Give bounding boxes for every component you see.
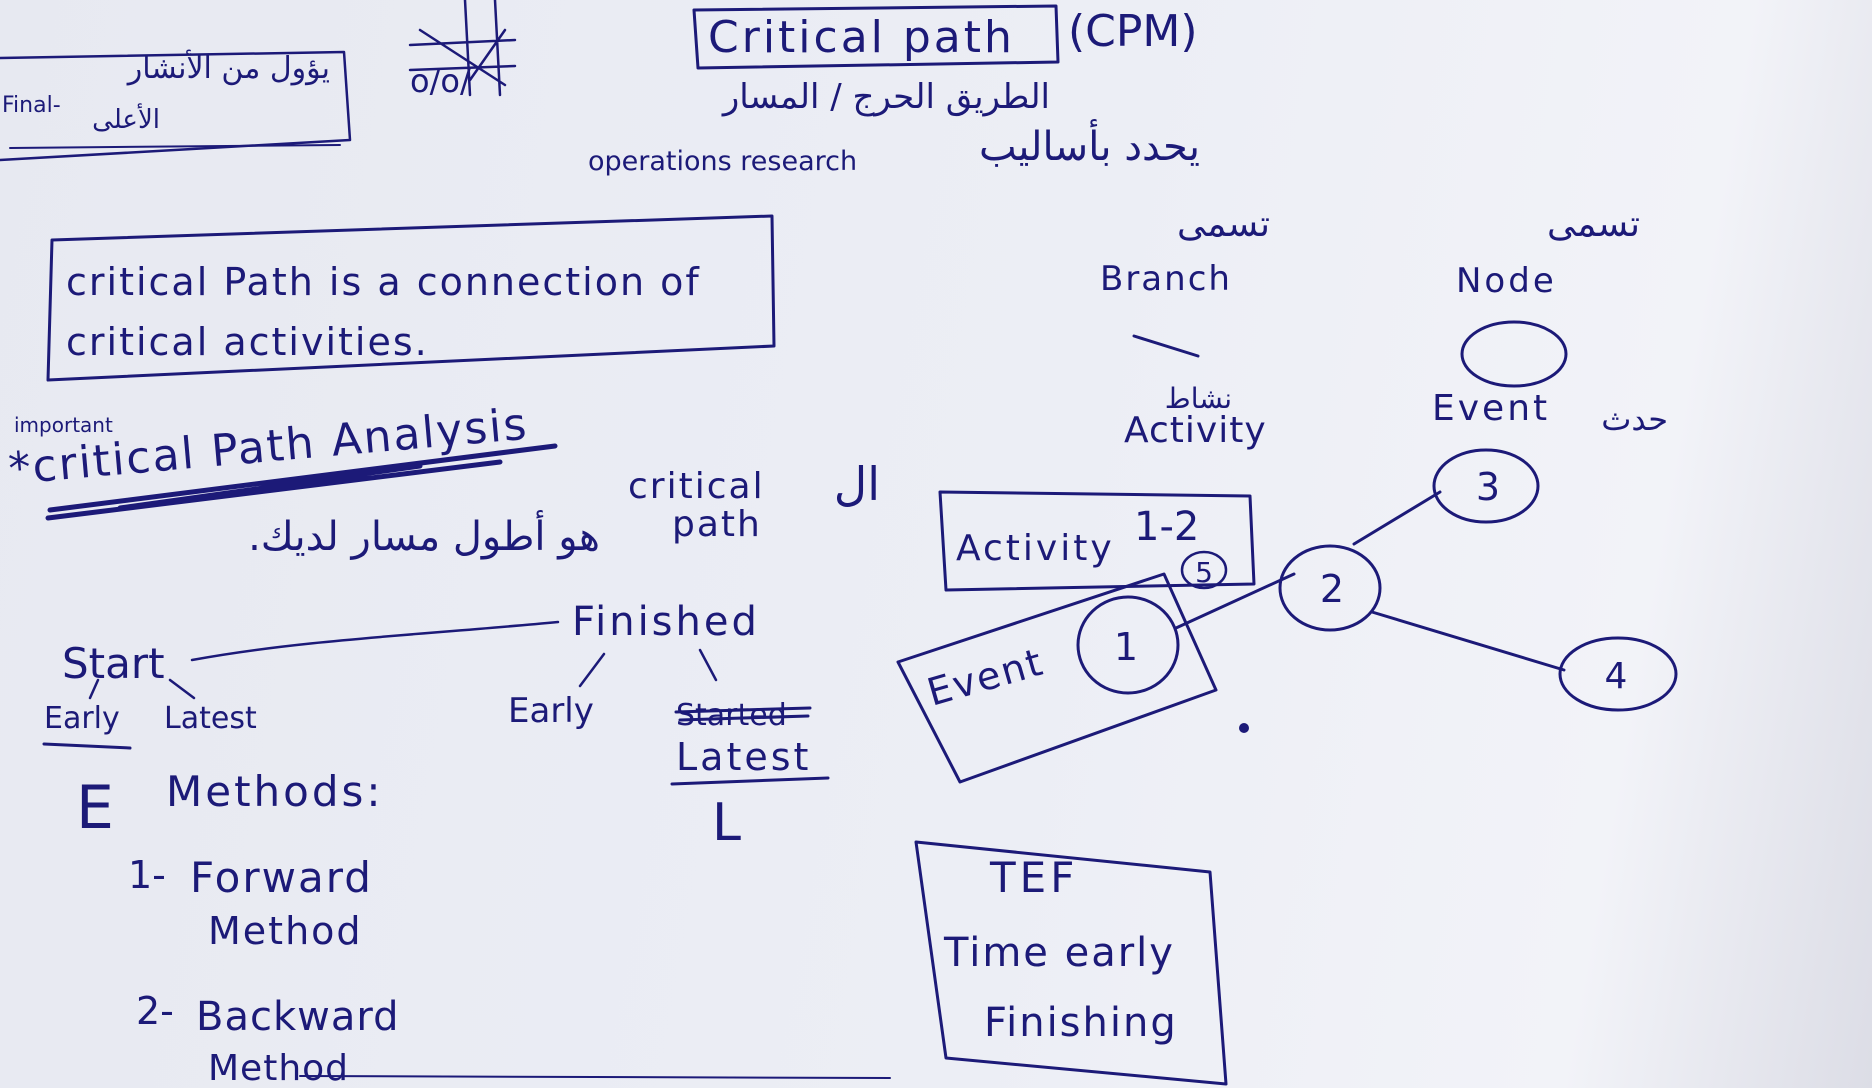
tictactoe-text: o/o/ xyxy=(410,62,471,100)
title-arabic-line1: الطريق الحرج / المسار xyxy=(721,77,1050,117)
operations-research: operations research xyxy=(588,146,857,177)
page-title: Critical path xyxy=(708,12,1015,63)
timeline-latest-start: Latest xyxy=(164,701,257,736)
tef-line1: Time early xyxy=(943,930,1175,976)
node-3 xyxy=(1432,448,1540,524)
legend-activity-arabic: نشاط xyxy=(1165,382,1232,415)
title-group: Critical path (CPM) الطريق الحرج / المسا… xyxy=(588,4,1200,177)
branch-symbol xyxy=(1132,334,1200,358)
tef-abbr: TEF xyxy=(989,853,1078,902)
legend-section: تسمى Branch تسمى Node نشاط Activity Even… xyxy=(1100,204,1668,451)
activity-box xyxy=(938,490,1256,592)
page-title-suffix: (CPM) xyxy=(1068,6,1198,57)
method-2-line2: Method xyxy=(208,1048,349,1088)
activity-id: 1-2 xyxy=(1134,504,1199,550)
definition-line1: critical Path is a connection of xyxy=(66,260,701,304)
method-1-num: 1- xyxy=(128,853,166,897)
timeline-latest-finish: Latest xyxy=(676,735,811,779)
tef-box: TEF Time early Finishing xyxy=(914,840,1228,1086)
method-2-line1: Backward xyxy=(196,994,399,1040)
analysis-arabic: هو أطول مسار لديك. xyxy=(248,510,600,560)
method-1-line2: Method xyxy=(208,909,363,953)
node-4-label: 4 xyxy=(1605,656,1628,697)
method-1-line1: Forward xyxy=(190,853,373,902)
definition-line2: critical activities. xyxy=(66,320,429,364)
event-label: Event xyxy=(922,640,1048,715)
legend-node: Node xyxy=(1456,261,1557,301)
tictactoe-doodle: o/o/ xyxy=(408,0,517,100)
analysis-section: important *critical Path Analysis critic… xyxy=(7,399,880,560)
method-2-num: 2- xyxy=(136,989,174,1033)
activity-duration: 5 xyxy=(1195,556,1213,589)
analysis-critical: critical xyxy=(628,466,765,507)
node-2-label: 2 xyxy=(1320,567,1344,611)
timeline-finished: Finished xyxy=(572,599,760,645)
methods-section: E Methods: 1- Forward Method 2- Backward… xyxy=(76,767,891,1088)
legend-branch: Branch xyxy=(1100,259,1232,299)
title-arabic-line2: يحدد بأساليب xyxy=(979,119,1200,170)
methods-title: Methods: xyxy=(166,767,384,816)
legend-activity: Activity xyxy=(1124,410,1267,451)
activity-label: Activity xyxy=(956,528,1115,569)
duration-circle xyxy=(1180,550,1228,590)
timeline-l: L xyxy=(712,793,741,853)
legend-event: Event xyxy=(1432,388,1550,429)
tef-line2: Finishing xyxy=(984,1000,1178,1046)
node-symbol xyxy=(1460,320,1568,388)
timeline-section: Start Finished Early Latest Early Starte… xyxy=(42,599,830,853)
node-1-label: 1 xyxy=(1114,625,1138,669)
analysis-path: path xyxy=(672,504,762,545)
corner-arabic-1: يؤول من الأنشار xyxy=(126,48,330,86)
node-2 xyxy=(1278,544,1382,632)
node-1 xyxy=(1076,595,1180,695)
timeline-early-finish: Early xyxy=(508,691,594,731)
legend-node-arabic: تسمى xyxy=(1547,204,1640,245)
corner-final: Final- xyxy=(2,93,61,118)
corner-arabic-2: الأعلى xyxy=(92,102,160,135)
analysis-al: ال xyxy=(834,457,880,511)
legend-event-arabic: حدث xyxy=(1601,400,1668,438)
corner-note: يؤول من الأنشار الأعلى Final- xyxy=(0,48,352,162)
node-3-label: 3 xyxy=(1476,465,1500,509)
node-4 xyxy=(1558,636,1678,712)
legend-branch-arabic: تسمى xyxy=(1177,204,1270,245)
important-note: important xyxy=(14,413,113,437)
timeline-start: Start xyxy=(62,639,165,688)
event-box xyxy=(896,572,1218,784)
timeline-struck: Started xyxy=(676,698,787,733)
definition-box: critical Path is a connection of critica… xyxy=(46,214,776,382)
network-diagram: Activity 1-2 5 Event 1 2 3 4 xyxy=(896,448,1678,784)
timeline-early-start: Early xyxy=(44,701,120,736)
methods-e: E xyxy=(76,773,114,843)
network-edges xyxy=(1174,490,1566,672)
